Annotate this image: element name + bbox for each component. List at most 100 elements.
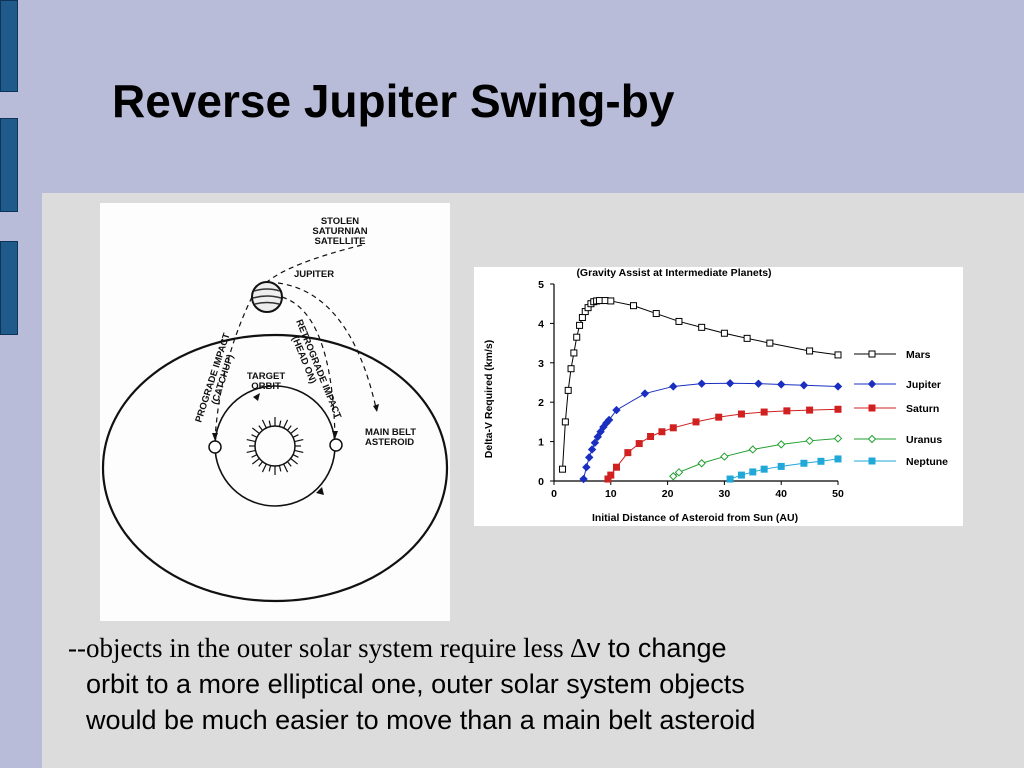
orbit-direction-arrow-2: [253, 393, 260, 401]
data-point-uranus: [805, 436, 814, 446]
side-tab-1: [0, 0, 18, 92]
data-point-neptune: [817, 457, 825, 465]
data-point-saturn: [624, 449, 632, 457]
x-tick-label: 40: [775, 488, 787, 500]
legend-item-mars: Mars: [854, 349, 931, 361]
legend-marker-saturn: [868, 404, 876, 412]
data-point-mars: [806, 347, 814, 355]
data-point-saturn: [760, 408, 768, 416]
caption-serif-part: --objects in the outer solar system requ…: [68, 633, 587, 663]
data-point-saturn: [635, 440, 643, 448]
data-point-mars: [720, 329, 728, 337]
data-point-saturn: [783, 407, 791, 415]
legend-marker-neptune: [868, 457, 876, 465]
data-point-jupiter: [590, 438, 600, 447]
data-point-uranus: [776, 440, 786, 449]
delta-v-chart-svg: (Gravity Assist at Intermediate Planets)…: [483, 267, 948, 524]
y-tick-label: 5: [538, 279, 544, 291]
target-label-2: ORBIT: [251, 381, 281, 392]
y-tick-label: 4: [538, 318, 544, 330]
side-tab-2: [0, 118, 18, 212]
sun-icon: [246, 417, 304, 475]
series-neptune: [726, 455, 842, 483]
data-point-mars: [607, 297, 615, 305]
y-tick-label: 0: [538, 476, 544, 488]
legend-label-saturn: Saturn: [906, 403, 939, 415]
data-point-mars: [595, 297, 603, 305]
data-point-saturn: [715, 413, 723, 421]
trajectory-arrows: [212, 404, 379, 441]
data-point-neptune: [749, 468, 757, 476]
data-point-mars: [652, 310, 660, 318]
delta-v-chart: (Gravity Assist at Intermediate Planets)…: [474, 267, 963, 526]
data-point-saturn: [737, 410, 745, 418]
data-point-jupiter: [593, 432, 602, 442]
jupiter-planet: [251, 281, 283, 313]
data-point-neptune: [777, 462, 785, 470]
legend-item-uranus: Uranus: [854, 434, 942, 446]
legend-label-jupiter: Jupiter: [906, 379, 941, 391]
side-tab-3: [0, 241, 18, 335]
target-label-1: TARGET: [247, 371, 286, 382]
data-point-mars: [743, 334, 751, 342]
data-point-jupiter: [833, 382, 843, 391]
data-point-neptune: [726, 475, 734, 483]
stolen-label-3: SATELLITE: [314, 236, 365, 247]
data-point-uranus: [697, 459, 706, 468]
data-point-mars: [675, 317, 683, 325]
orbit-diagram-svg: STOLEN SATURNIAN SATELLITE JUPITER TARGE…: [101, 216, 449, 603]
data-point-mars: [766, 339, 774, 347]
legend-item-jupiter: Jupiter: [854, 379, 941, 391]
data-point-jupiter: [754, 379, 763, 388]
series-line-jupiter: [583, 382, 839, 480]
legend-label-uranus: Uranus: [906, 434, 942, 446]
data-point-saturn: [658, 428, 666, 436]
series-jupiter: [579, 379, 843, 484]
data-point-mars: [561, 418, 569, 426]
prograde-trajectory: [214, 296, 253, 440]
data-point-mars: [601, 297, 609, 305]
target-orbit-circle: [214, 385, 336, 507]
data-point-mars: [698, 323, 706, 331]
jupiter-label: JUPITER: [294, 269, 334, 280]
data-point-jupiter: [697, 379, 706, 388]
chart-title: (Gravity Assist at Intermediate Planets): [576, 267, 771, 279]
data-point-neptune: [737, 471, 745, 479]
x-tick-label: 50: [832, 488, 844, 500]
chart-ylabel: Delta-V Required (km/s): [483, 340, 495, 458]
mainbelt-trajectory: [277, 282, 377, 409]
data-point-uranus: [669, 472, 678, 481]
data-point-mars: [578, 313, 586, 321]
caption-text: --objects in the outer solar system requ…: [68, 630, 968, 738]
orbit-diagram: STOLEN SATURNIAN SATELLITE JUPITER TARGE…: [100, 203, 450, 621]
data-point-jupiter: [604, 415, 614, 425]
series-uranus: [669, 434, 843, 481]
data-point-jupiter: [582, 463, 591, 472]
data-point-neptune: [760, 465, 768, 473]
data-point-mars: [630, 302, 638, 310]
data-point-saturn: [669, 424, 677, 432]
data-point-uranus: [748, 445, 758, 454]
series-saturn: [604, 405, 842, 483]
data-point-jupiter: [585, 453, 594, 462]
data-point-saturn: [806, 406, 814, 414]
x-tick-label: 0: [551, 488, 557, 500]
data-point-jupiter: [587, 445, 597, 454]
data-point-saturn: [834, 405, 842, 413]
data-point-jupiter: [579, 474, 588, 484]
outer-orbit: [101, 333, 449, 603]
trajectory-paths: [214, 244, 377, 440]
data-point-saturn: [612, 463, 620, 471]
mainbelt-label-1: MAIN BELT: [365, 427, 416, 438]
data-point-mars: [573, 333, 581, 341]
data-point-mars: [559, 465, 567, 473]
legend-label-mars: Mars: [906, 349, 931, 361]
caption-line3: would be much easier to move than a main…: [86, 705, 756, 735]
y-tick-label: 3: [538, 358, 544, 370]
orbit-direction-arrow: [316, 487, 324, 495]
caption-line2: orbit to a more elliptical one, outer so…: [86, 669, 745, 699]
data-point-mars: [564, 386, 572, 394]
data-point-mars: [834, 351, 842, 359]
legend-marker-uranus: [867, 434, 877, 444]
series-line-uranus: [672, 437, 839, 477]
